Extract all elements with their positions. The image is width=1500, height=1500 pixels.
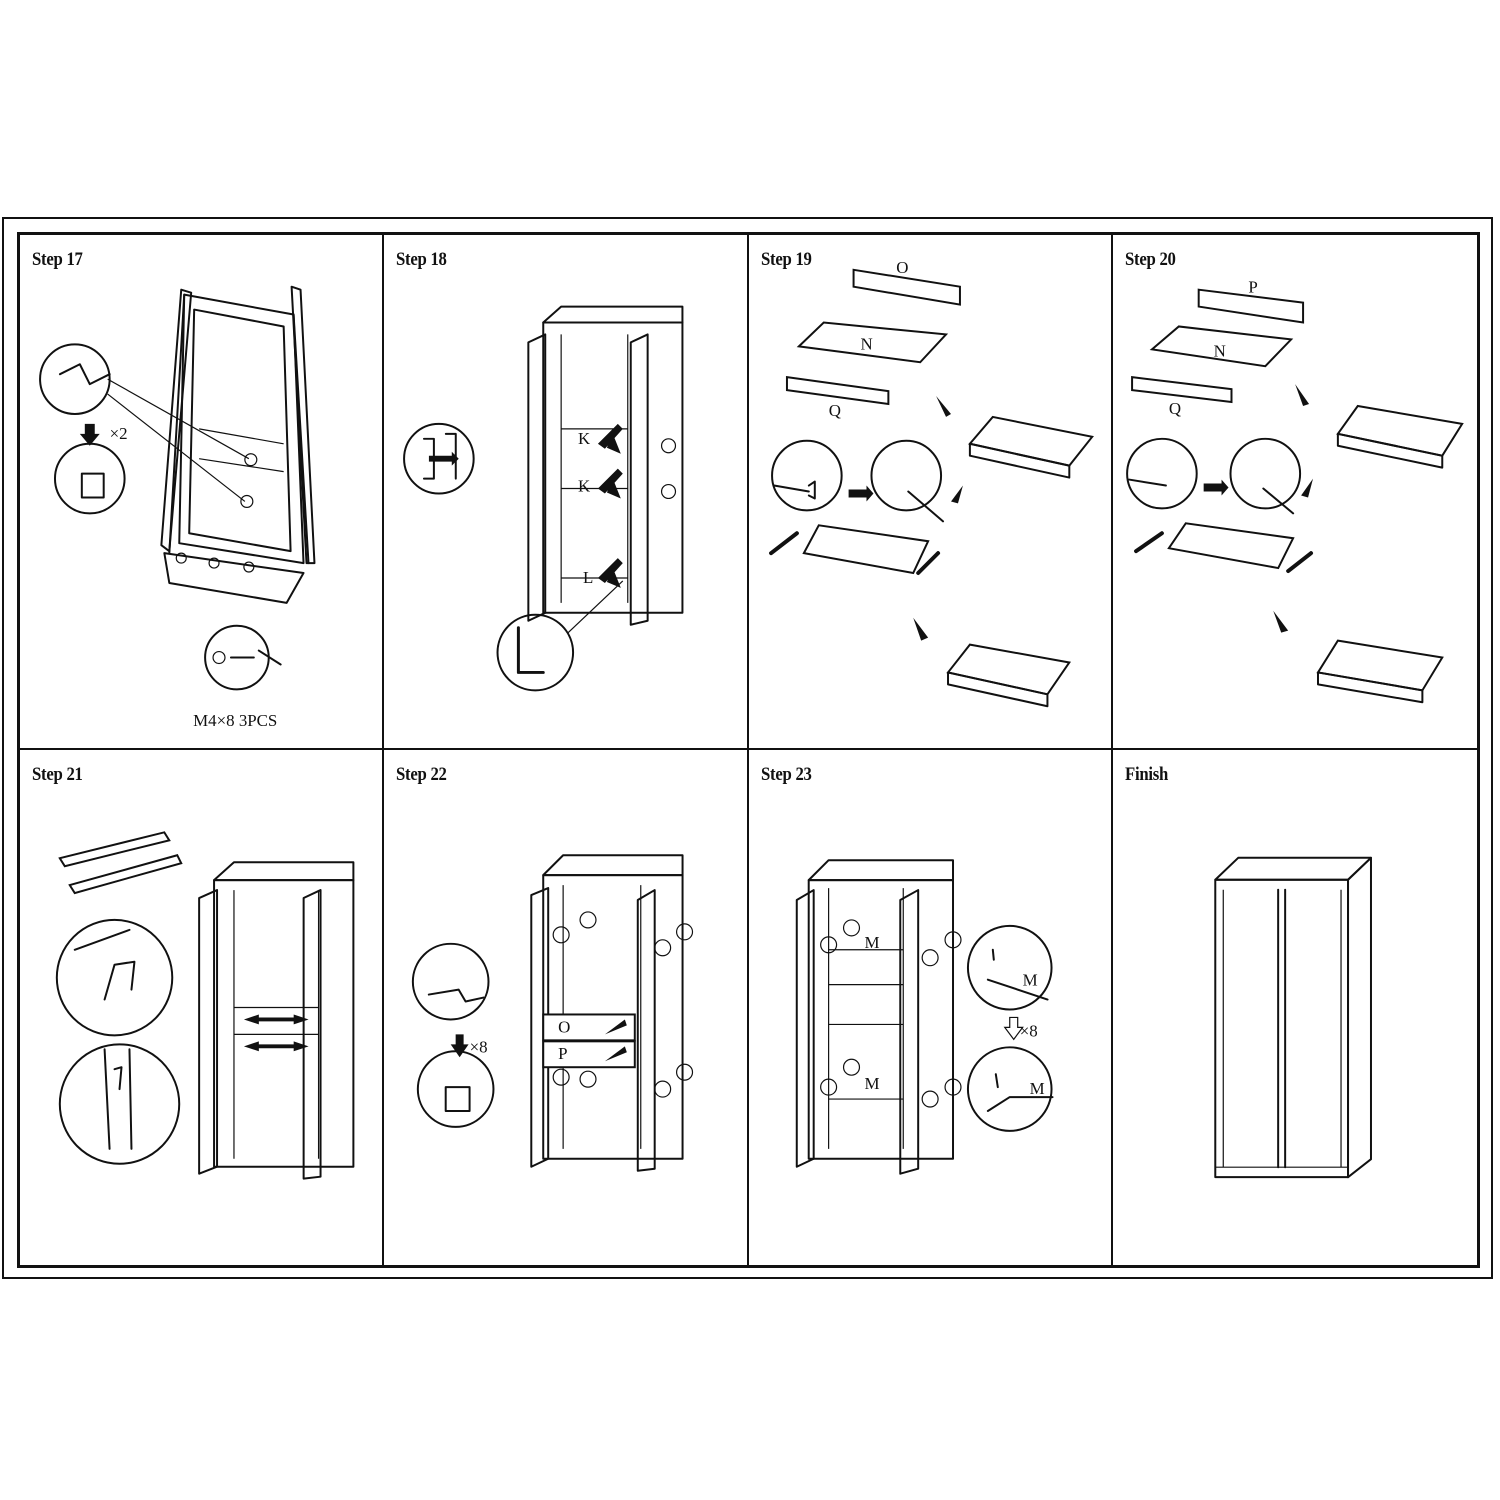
step-18-illustration: K K L: [403, 305, 684, 692]
step-19-illustration: O N Q: [768, 258, 1094, 708]
arrow-icon: [950, 485, 963, 504]
step-18-panel: Step 18 K K L: [384, 235, 749, 750]
step-21-illustration: [55, 831, 355, 1180]
detail-screw-tightening-callout: [1229, 437, 1301, 510]
part-label-m-detail-lower: M: [1029, 1079, 1044, 1098]
finish-illustration: [1214, 856, 1372, 1179]
drawer-slide-rail: [68, 854, 183, 895]
part-label-o: O: [896, 258, 908, 277]
detail-screwdriver-callout: [770, 439, 843, 512]
part-label-n: N: [860, 334, 872, 353]
step-22-panel: Step 22 ×8: [384, 750, 749, 1265]
detail-slide-attach-callout: [55, 918, 174, 1037]
part-label-m-lower: M: [864, 1074, 879, 1093]
quantity-label: ×8: [1019, 1021, 1037, 1040]
instruction-grid: Step 17: [17, 232, 1480, 1268]
drawer-assembled-drawing: [967, 415, 1094, 467]
drawer-with-slides-drawing: [801, 524, 930, 575]
arrow-icon: [1300, 478, 1313, 498]
detail-screwdriver-callout: [1125, 437, 1198, 510]
cabinet-with-slides-drawing: [198, 861, 355, 1180]
arrow-icon: [935, 396, 951, 417]
part-label-q: Q: [1169, 399, 1181, 418]
detail-shelf-installed-callout: [966, 1046, 1053, 1132]
step-label: Step 20: [1124, 249, 1176, 270]
drawer-finished-drawing: [945, 643, 1071, 696]
step-20-illustration: P N Q: [1125, 278, 1464, 704]
part-label-l: L: [583, 568, 593, 587]
detail-screw-tightening-callout: [869, 439, 942, 512]
cabinet-with-drawers-drawing: [530, 854, 694, 1172]
drawer-slide-rail: [58, 831, 171, 868]
detail-bracket-callout: [412, 942, 490, 1021]
down-arrow-icon: [450, 1034, 469, 1058]
step-22-illustration: ×8 O P: [412, 854, 694, 1172]
drawer-front-panel-p: [1197, 288, 1304, 324]
detail-clip-callout: [417, 1050, 495, 1128]
drawer-front-panel-o: [852, 268, 961, 306]
quantity-label: ×8: [470, 1037, 488, 1056]
insert-arrow-icon: [598, 468, 624, 499]
finish-panel: Finish: [1113, 750, 1477, 1265]
right-arrow-icon: [1203, 479, 1229, 496]
detail-clip-callout: [53, 442, 126, 515]
part-label-n: N: [1213, 341, 1225, 360]
cabinet-with-shelves-drawing: [795, 859, 962, 1175]
part-label-m-upper: M: [864, 933, 879, 952]
detail-allen-key-callout: [496, 613, 575, 692]
step-label: Step 17: [32, 249, 83, 270]
step-label: Step 22: [396, 764, 447, 785]
step-21-panel: Step 21: [20, 750, 385, 1265]
part-label-k-upper: K: [578, 429, 591, 448]
arrow-icon: [912, 617, 928, 641]
step-label: Step 19: [760, 249, 812, 270]
step-20-panel: Step 20 P N Q: [1112, 235, 1477, 750]
part-label-k-lower: K: [578, 477, 591, 496]
quantity-label: ×2: [110, 424, 128, 443]
down-arrow-icon: [1003, 1016, 1024, 1041]
detail-shelf-pin-callout: [403, 422, 475, 495]
drawer-back-panel-q: [785, 376, 889, 406]
step-19-panel: Step 19 O N Q: [748, 235, 1113, 750]
drawer-with-slides-drawing: [1166, 522, 1295, 570]
part-label-p: P: [558, 1044, 567, 1063]
cabinet-on-back-drawing: [160, 285, 316, 604]
detail-slide-mount-callout: [58, 1043, 181, 1165]
step-17-illustration: ×2 M4×8 3PCS: [39, 285, 316, 730]
drawer-bottom-panel-n: [796, 321, 948, 364]
part-label-m-detail-upper: M: [1022, 971, 1037, 990]
drawer-back-panel-q: [1130, 376, 1233, 404]
step-23-illustration: M M M ×8 M: [795, 859, 1054, 1175]
drawer-assembled-drawing: [1335, 404, 1464, 457]
step-17-panel: Step 17: [20, 235, 385, 750]
detail-shelf-support-callout: [966, 924, 1053, 1011]
step-label: Step 23: [760, 764, 812, 785]
arrow-icon: [1294, 384, 1309, 406]
part-label-p: P: [1248, 278, 1257, 297]
down-arrow-icon: [79, 423, 100, 446]
right-arrow-icon: [848, 485, 873, 502]
assembled-cabinet-drawing: [1214, 856, 1372, 1179]
cabinet-open-drawing: [527, 305, 684, 626]
part-label-o: O: [558, 1017, 570, 1036]
insert-arrow-icon: [598, 423, 624, 454]
arrow-icon: [1273, 610, 1288, 633]
step-23-panel: Step 23 M: [749, 750, 1113, 1265]
detail-bracket-callout: [39, 343, 111, 415]
step-label: Step 21: [32, 764, 83, 785]
drawer-bottom-panel-n: [1149, 325, 1294, 368]
screw-spec-label: M4×8 3PCS: [193, 711, 277, 730]
insert-arrow-icon: [598, 558, 624, 588]
part-label-q: Q: [828, 401, 840, 420]
outer-frame: [2, 217, 1493, 1279]
step-label: Step 18: [396, 249, 447, 270]
step-label: Finish: [1124, 764, 1168, 785]
